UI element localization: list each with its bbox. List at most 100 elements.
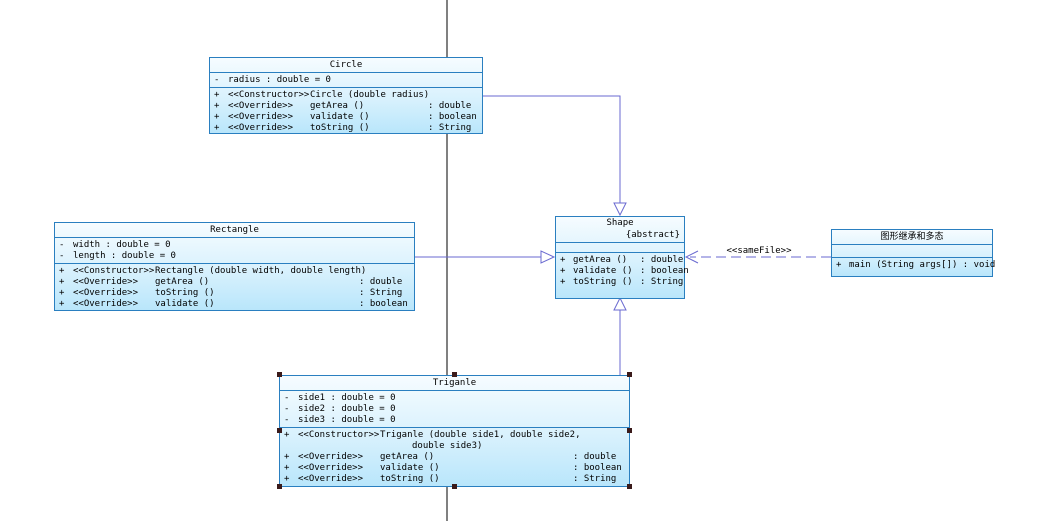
attribute-row: - length : double = 0 [55,251,414,262]
operation-signature: main (String args[]) : void [849,260,996,270]
visibility: - [284,393,290,403]
visibility: - [59,251,65,261]
operation-section: + <<Constructor>> Triganle (double side1… [280,428,629,486]
resize-handle-middle-right[interactable] [627,428,632,433]
attribute-section: - radius : double = 0 [210,73,482,88]
stereotype: <<Constructor>> [228,90,310,100]
samefile-label-bg [725,244,793,255]
visibility: + [284,474,290,484]
operation-signature: Triganle (double side1, double side2, [380,430,581,440]
return-type: : String [573,474,617,484]
visibility: + [284,430,290,440]
visibility: + [214,101,220,111]
visibility: + [214,90,220,100]
class-name: Rectangle [55,223,414,238]
operation-signature: getArea () [310,101,365,111]
return-type: : String [359,288,403,298]
operation-row: + <<Override>> getArea () : double [280,452,629,463]
visibility: + [214,112,220,122]
visibility: + [59,266,65,276]
attribute-row: - side3 : double = 0 [280,415,629,426]
operation-signature: validate () [573,266,633,276]
class-main[interactable]: 图形继承和多态 + main (String args[]) : void [831,229,996,277]
return-type: : boolean [359,299,408,309]
visibility: - [284,404,290,414]
operation-signature-continued: double side3) [412,441,483,451]
operation-signature: toString () [573,277,633,287]
visibility: + [59,277,65,287]
stereotype: <<Override>> [73,277,139,287]
class-stereotype: {abstract} [556,229,684,243]
attribute-text: side1 : double = 0 [298,393,396,403]
class-circle[interactable]: Circle - radius : double = 0 + <<Constru… [209,57,483,134]
samefile-dependency-arrow [684,250,699,264]
attribute-text: width : double = 0 [73,240,171,250]
stereotype: <<Override>> [228,123,294,133]
stereotype: <<Override>> [73,288,139,298]
circle-generalization-line [482,95,621,203]
operation-row: + <<Override>> toString () : String [55,288,414,299]
visibility: + [59,288,65,298]
stereotype: <<Override>> [228,101,294,111]
operation-signature: getArea () [155,277,210,287]
attribute-section: - side1 : double = 0 - side2 : double = … [280,391,629,428]
operation-row: + toString () : String [556,277,684,288]
operation-row-continuation: double side3) [280,441,629,452]
return-type: : String [640,277,684,287]
return-type: : boolean [428,112,477,122]
class-name: Triganle [280,376,629,391]
resize-handle-bottom-left[interactable] [277,484,282,489]
operation-signature: validate () [310,112,370,122]
operation-signature: toString () [310,123,370,133]
operation-row: + <<Override>> toString () : String [280,474,629,485]
return-type: : boolean [573,463,622,473]
operation-row: + <<Constructor>> Rectangle (double widt… [55,266,414,277]
resize-handle-bottom-middle[interactable] [452,484,457,489]
operation-signature: validate () [380,463,440,473]
attribute-row: - radius : double = 0 [210,75,482,86]
visibility: - [284,415,290,425]
operation-section: + <<Constructor>> Rectangle (double widt… [55,264,414,311]
operation-row: + <<Constructor>> Circle (double radius) [210,90,482,101]
operation-row: + <<Override>> toString () : String [210,123,482,134]
visibility: + [560,255,566,265]
attribute-text: side3 : double = 0 [298,415,396,425]
resize-handle-top-middle[interactable] [452,372,457,377]
stereotype: <<Override>> [73,299,139,309]
attribute-row: - side2 : double = 0 [280,404,629,415]
visibility: + [284,452,290,462]
visibility: - [59,240,65,250]
operation-signature: getArea () [573,255,628,265]
stereotype: <<Override>> [228,112,294,122]
visibility: + [836,260,842,270]
class-name: Circle [210,58,482,73]
operation-row: + <<Override>> validate () : boolean [280,463,629,474]
attribute-section: - width : double = 0 - length : double =… [55,238,414,264]
operation-row: + main (String args[]) : void [832,260,996,271]
resize-handle-top-left[interactable] [277,372,282,377]
operation-row: + validate () : boolean [556,266,689,277]
stereotype: <<Override>> [298,474,364,484]
return-type: : boolean [640,266,689,276]
stereotype: <<Constructor>> [298,430,380,440]
circle-generalization-arrow [613,202,627,217]
operation-signature: getArea () [380,452,435,462]
visibility: + [284,463,290,473]
resize-handle-top-right[interactable] [627,372,632,377]
operation-section: + main (String args[]) : void [832,258,996,272]
resize-handle-bottom-right[interactable] [627,484,632,489]
operation-signature: toString () [380,474,440,484]
attribute-section [556,243,684,253]
attribute-row: - side1 : double = 0 [280,393,629,404]
stereotype: <<Override>> [298,452,364,462]
attribute-text: radius : double = 0 [228,75,331,85]
triganle-generalization-arrow [613,296,627,311]
rectangle-generalization-arrow [540,250,556,264]
visibility: + [560,277,566,287]
class-rectangle[interactable]: Rectangle - width : double = 0 - length … [54,222,415,311]
class-shape[interactable]: Shape {abstract} + getArea () : double +… [555,216,689,299]
class-triganle[interactable]: Triganle - side1 : double = 0 - side2 : … [279,375,630,487]
visibility: - [214,75,220,85]
resize-handle-middle-left[interactable] [277,428,282,433]
visibility: + [59,299,65,309]
